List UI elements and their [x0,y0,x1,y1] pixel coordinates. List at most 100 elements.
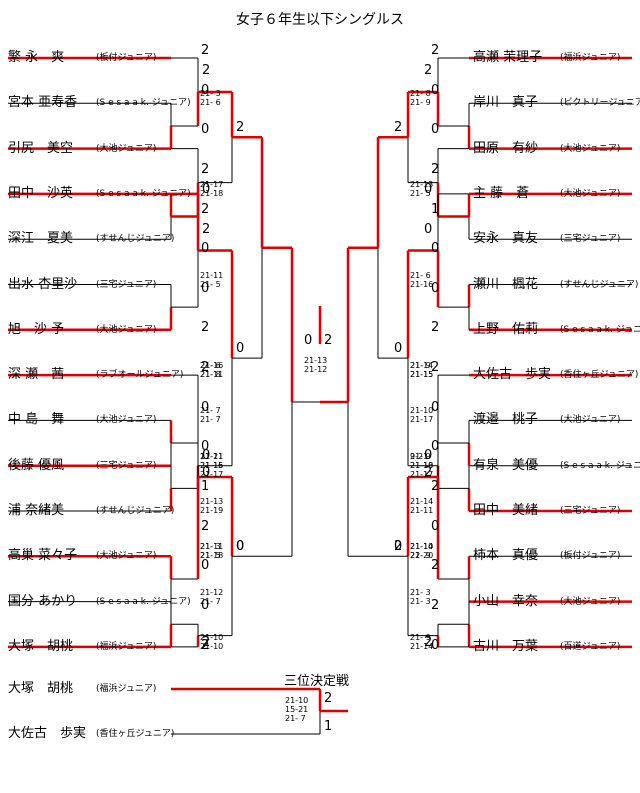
round2-score: 0 [202,448,211,464]
round1-score: 0 [201,241,210,257]
round1-score: 2 [431,558,440,574]
player-team: (三宅ジュニア) [560,234,621,245]
player-name: 大佐古 歩実 [473,367,552,383]
round1-score: 0 [201,399,210,415]
round2-score: 2 [424,62,433,78]
round1-score: 1 [201,479,210,494]
player-team: (三宅ジュニア) [96,279,157,290]
round1-score: 2 [431,320,440,336]
game-score: 21- 6 21-11 [200,361,224,380]
player-team: (大池ジュニア) [560,596,621,607]
round1-score: 2 [201,320,210,336]
round1-score: 0 [201,558,210,574]
round1-score: 0 [201,122,210,138]
player-name: 宮本 亜寿香 [8,95,78,111]
round3-score: 0 [394,341,403,357]
round2-score: 0 [202,181,211,197]
game-score: 21-13 21-19 [200,497,224,515]
round3-score: 2 [394,539,403,555]
game-score: 21-11 21- 5 [200,270,224,289]
round2-score: 2 [202,221,211,237]
player-team: (すせんじジュニア) [96,234,175,245]
round1-score: 0 [431,439,440,455]
round1-score: 0 [431,280,440,296]
round1-score: 0 [431,399,440,415]
round3-score: 0 [236,539,245,555]
round1-score: 0 [431,122,440,138]
player-team: (大池ジュニア) [560,415,621,426]
game-score: 21-14 21-15 [410,361,434,380]
player-team: (ラブオールジュニア) [96,370,184,381]
page-title: 女子６年生以下シングルス [236,12,404,28]
player-name: 田原 有紗 [473,140,539,156]
game-score: 21- 9 21-15 [410,361,434,380]
player-team: (大池ジュニア) [560,188,621,199]
round1-score: 2 [201,360,210,376]
round3-score: 0 [394,539,403,555]
player-name: 岸川 真子 [473,95,539,111]
player-name: 出水 杏里沙 [8,276,78,292]
third-place-score: 1 [324,719,333,734]
game-score: 9-21 21-18 21-17 [410,451,434,479]
game-score: 21-14 21-11 [410,497,434,515]
player-name: 安永 真友 [473,231,539,247]
player-team: (大池ジュニア) [560,143,621,154]
player-team: (福浜ジュニア) [96,641,157,652]
game-score: 21- 3 21- 6 [200,89,221,108]
round2-score: 2 [202,62,211,78]
semifinal-score: 2 [324,333,333,348]
round1-score: 0 [431,82,440,98]
third-place-player: 大佐古 歩実 [8,726,87,741]
round3-score: 0 [236,341,245,357]
player-name: 国分 あかり [8,593,78,609]
player-team: (S e s a a k. ジュニア) [560,460,640,471]
player-name: 旭 沙 予 [8,321,65,337]
player-team: (大池ジュニア) [96,551,157,562]
game-score: 21- 7 21- 7 [200,406,221,425]
round1-score: 2 [431,597,440,613]
player-name: 後藤 優風 [8,457,65,473]
round2-score: 0 [424,448,433,464]
round1-score: 2 [431,479,440,494]
player-team: (三宅ジュニア) [560,506,621,516]
player-name: 有泉 美優 [473,457,539,473]
player-team: (板付ジュニア) [96,53,157,63]
round1-score: 2 [431,161,440,177]
game-score: 21-14 22-20 [410,542,434,561]
player-team: (ビクトリージュニア) [560,98,640,109]
player-name: 深 瀬 茜 [8,367,65,383]
player-name: 渡邉 桃子 [473,412,539,428]
third-place-title: 三位決定戦 [284,674,350,689]
round1-score: 2 [201,43,210,58]
player-team: (大池ジュニア) [96,324,157,335]
player-team: (S e s a a k. ジュニア) [96,596,191,607]
round2-score: 2 [424,464,433,480]
round3-score: 2 [394,120,403,136]
game-score: 21- 3 21- 3 [410,587,431,606]
player-name: 繁 永 爽 [8,50,65,65]
round3-score: 2 [236,120,245,136]
player-team: (板付ジュニア) [560,551,621,562]
game-score: 21-17 21-18 [200,179,224,198]
player-name: 浦 奈緒美 [8,503,65,518]
game-score: 21-16 21- 8 [200,361,224,380]
player-team: (すせんじジュニア) [560,279,639,290]
third-place-team: (香住ヶ丘ジュニア) [96,729,175,739]
game-score: 21-13 21- 5 [410,179,434,198]
player-name: 上野 佑莉 [473,321,539,337]
player-team: (百道ジュニア) [560,641,621,652]
player-name: 古川 万葉 [473,638,539,654]
round1-score: 1 [431,201,440,217]
player-name: 田中 沙英 [8,185,74,201]
player-team: (S e s a a k. ジュニア) [96,98,191,109]
game-score: 21- 6 21-16 [410,270,434,289]
round2-score: 2 [424,634,433,650]
game-score: 21-11 21-18 [200,542,224,561]
third-place-game-score: 21-10 15-21 21- 7 [285,696,309,723]
game-score: 21- 8 21- 9 [410,89,431,108]
player-team: (S e s a a k. ジュニア) [96,188,191,199]
third-place-player: 大塚 胡桃 [8,681,74,696]
round2-score: 0 [202,464,211,480]
player-name: 深江 夏美 [8,231,74,247]
